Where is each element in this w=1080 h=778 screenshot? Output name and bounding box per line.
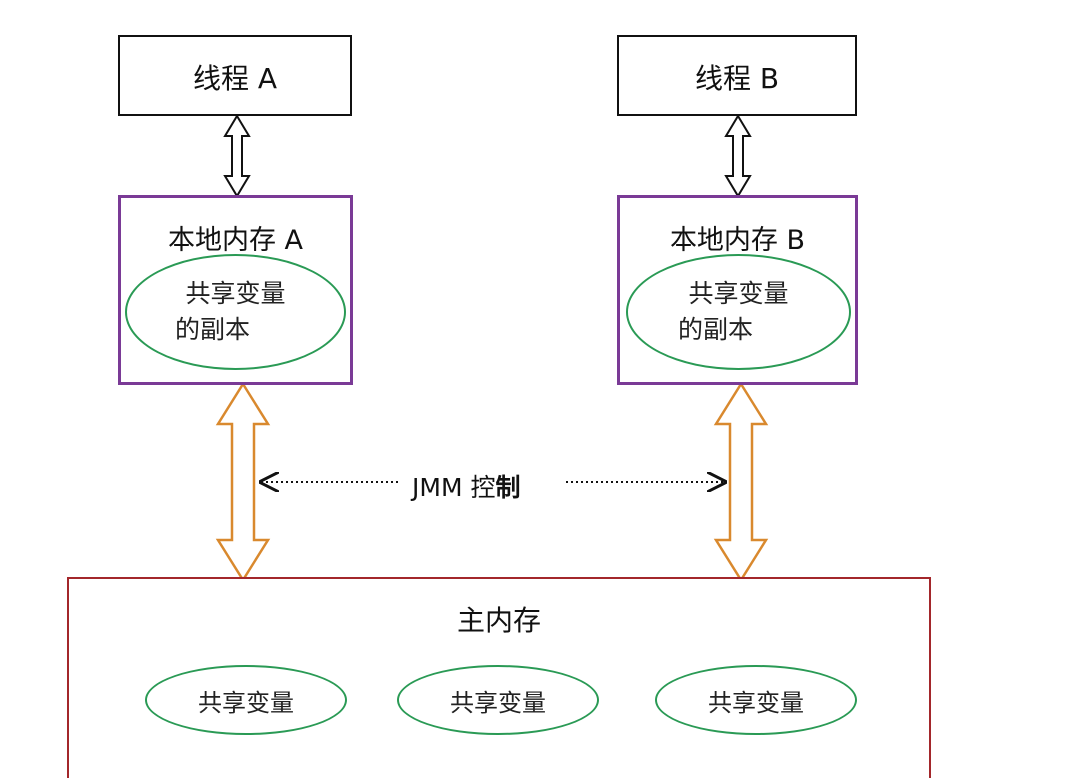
thread-b-box: 线程 B (617, 35, 857, 116)
local-memory-b-box: 本地内存 B 共享变量 的副本 (617, 195, 858, 385)
local-a-main-arrow (215, 381, 271, 583)
local-b-copy-line2: 的副本 (678, 315, 754, 344)
jmm-control-text-bold: 制 (495, 473, 521, 502)
local-a-copy-line1: 共享变量 (185, 279, 286, 308)
main-variable-2: 共享变量 (397, 665, 599, 735)
local-memory-a-label: 本地内存 A (167, 225, 304, 256)
thread-a-label: 线程 A (192, 62, 278, 95)
thread-a-local-a-arrow (223, 114, 251, 198)
local-b-variable-copy: 共享变量 的副本 (626, 254, 851, 370)
local-a-copy-line2: 的副本 (175, 315, 251, 344)
jmm-control-text: JMM 控 (412, 473, 496, 502)
local-a-variable-copy: 共享变量 的副本 (125, 254, 346, 370)
main-memory-box: 主内存 共享变量 共享变量 共享变量 (67, 577, 931, 778)
local-memory-a-box: 本地内存 A 共享变量 的副本 (118, 195, 353, 385)
thread-b-local-b-arrow (724, 114, 752, 198)
thread-b-label: 线程 B (694, 62, 780, 95)
main-memory-label: 主内存 (456, 604, 541, 637)
main-variable-3: 共享变量 (655, 665, 857, 735)
main-variable-1: 共享变量 (145, 665, 347, 735)
thread-a-box: 线程 A (118, 35, 352, 116)
local-b-main-arrow (713, 381, 769, 583)
local-memory-b-label: 本地内存 B (669, 225, 806, 256)
local-b-copy-line1: 共享变量 (688, 279, 789, 308)
jmm-control-label: JMM 控制 (412, 468, 520, 504)
